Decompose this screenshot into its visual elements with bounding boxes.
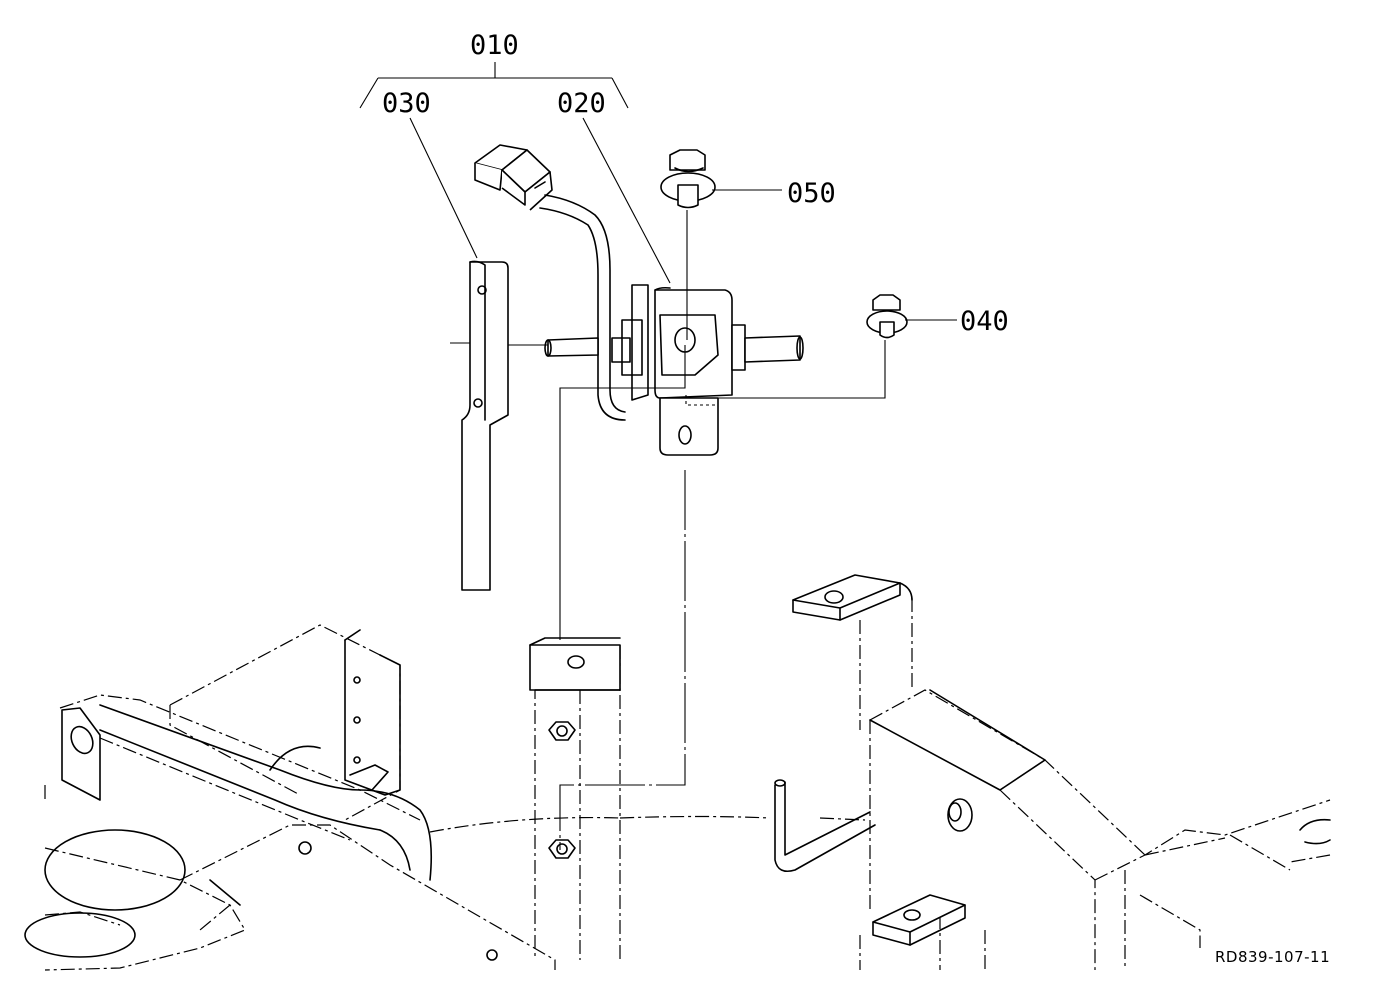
bolt-050	[660, 149, 716, 209]
callout-020: 020	[557, 88, 606, 119]
fuel-pump-020	[474, 144, 804, 456]
callout-010: 010	[470, 30, 519, 61]
callout-040: 040	[960, 306, 1009, 337]
callout-030: 030	[382, 88, 431, 119]
frame-solid-parts	[24, 574, 1331, 961]
nut-upper	[548, 721, 576, 741]
bolt-040	[866, 294, 908, 339]
callout-050: 050	[787, 178, 836, 209]
assembly-centerlines	[559, 210, 886, 850]
nut-lower	[548, 839, 576, 859]
frame-phantom-lines	[44, 598, 1331, 971]
leader-lines	[359, 62, 957, 321]
bracket-030	[450, 260, 548, 591]
drawing-code: RD839-107-11	[1215, 948, 1330, 966]
